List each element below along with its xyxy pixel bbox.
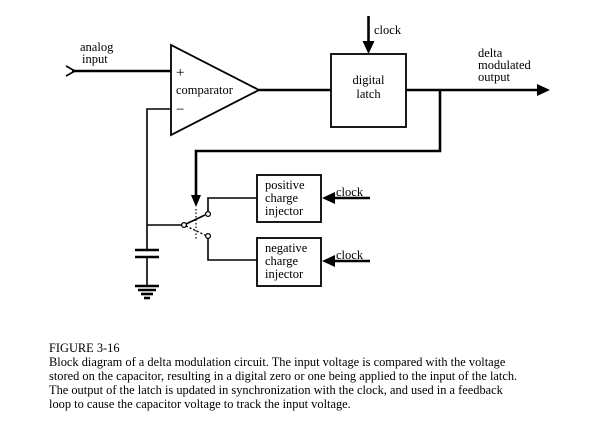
negative-injector-clock-arrowhead bbox=[322, 255, 335, 267]
digital-latch: digital latch bbox=[330, 53, 407, 128]
positive-injector-box bbox=[256, 174, 322, 223]
positive-injector-clock-label: clock bbox=[336, 185, 364, 199]
positive-injector-clock-arrowhead bbox=[322, 192, 335, 204]
comparator-label: comparator bbox=[176, 83, 234, 97]
analog-input-label-line1: analog bbox=[80, 40, 114, 54]
negative-injector-box bbox=[256, 237, 322, 287]
negative-injector-label-line2: charge bbox=[265, 254, 299, 268]
switch bbox=[147, 209, 212, 240]
caption-line-4: loop to cause the capacitor voltage to t… bbox=[49, 397, 351, 411]
capacitor bbox=[135, 108, 171, 286]
comparator-minus-sign: − bbox=[176, 102, 184, 118]
latch-clock-label: clock bbox=[374, 23, 402, 37]
caption-line-2: stored on the capacitor, resulting in a … bbox=[49, 369, 518, 383]
switch-blade-lower-dotted bbox=[185, 225, 206, 236]
positive-injector-wire bbox=[207, 197, 257, 212]
delta-output-label-line2: modulated bbox=[478, 58, 532, 72]
switch-lower-terminal bbox=[204, 232, 212, 240]
analog-input: analog input bbox=[65, 40, 171, 77]
latch-clock-arrowhead bbox=[362, 41, 375, 54]
digital-latch-label-line2: latch bbox=[356, 87, 381, 101]
feedback-wire bbox=[194, 90, 442, 196]
switch-upper-terminal bbox=[204, 210, 212, 218]
negative-injector-label-line1: negative bbox=[265, 241, 308, 255]
negative-injector-wire bbox=[207, 238, 257, 261]
caption-line-3: The output of the latch is updated in sy… bbox=[49, 383, 503, 397]
positive-charge-injector: positive charge injector clock bbox=[207, 174, 370, 223]
delta-output-label-line1: delta bbox=[478, 46, 503, 60]
comparator: + − comparator bbox=[170, 43, 261, 137]
feedback-arrowhead bbox=[191, 195, 201, 207]
positive-injector-label-line3: injector bbox=[265, 204, 304, 218]
ground-symbol bbox=[135, 284, 159, 300]
negative-injector-label-line3: injector bbox=[265, 267, 304, 281]
negative-charge-injector: negative charge injector clock bbox=[207, 237, 370, 287]
analog-input-label-line2: input bbox=[82, 52, 108, 66]
delta-output-label-line3: output bbox=[478, 70, 510, 84]
positive-injector-label-line2: charge bbox=[265, 191, 299, 205]
latch-clock: clock bbox=[362, 16, 402, 54]
figure-caption: FIGURE 3-16 Block diagram of a delta mod… bbox=[49, 341, 609, 411]
delta-output: delta modulated output bbox=[406, 46, 550, 96]
comparator-plus-sign: + bbox=[176, 65, 184, 81]
digital-latch-box bbox=[330, 53, 407, 128]
output-arrowhead bbox=[537, 84, 550, 96]
feedback-loop bbox=[191, 90, 442, 207]
digital-latch-label-line1: digital bbox=[353, 73, 385, 87]
comparator-triangle bbox=[170, 43, 261, 137]
inverting-input-wire bbox=[146, 108, 171, 250]
positive-injector-label-line1: positive bbox=[265, 178, 305, 192]
caption-line-1: Block diagram of a delta modulation circ… bbox=[49, 355, 506, 369]
negative-injector-clock-label: clock bbox=[336, 248, 364, 262]
figure-label: FIGURE 3-16 bbox=[49, 341, 120, 355]
